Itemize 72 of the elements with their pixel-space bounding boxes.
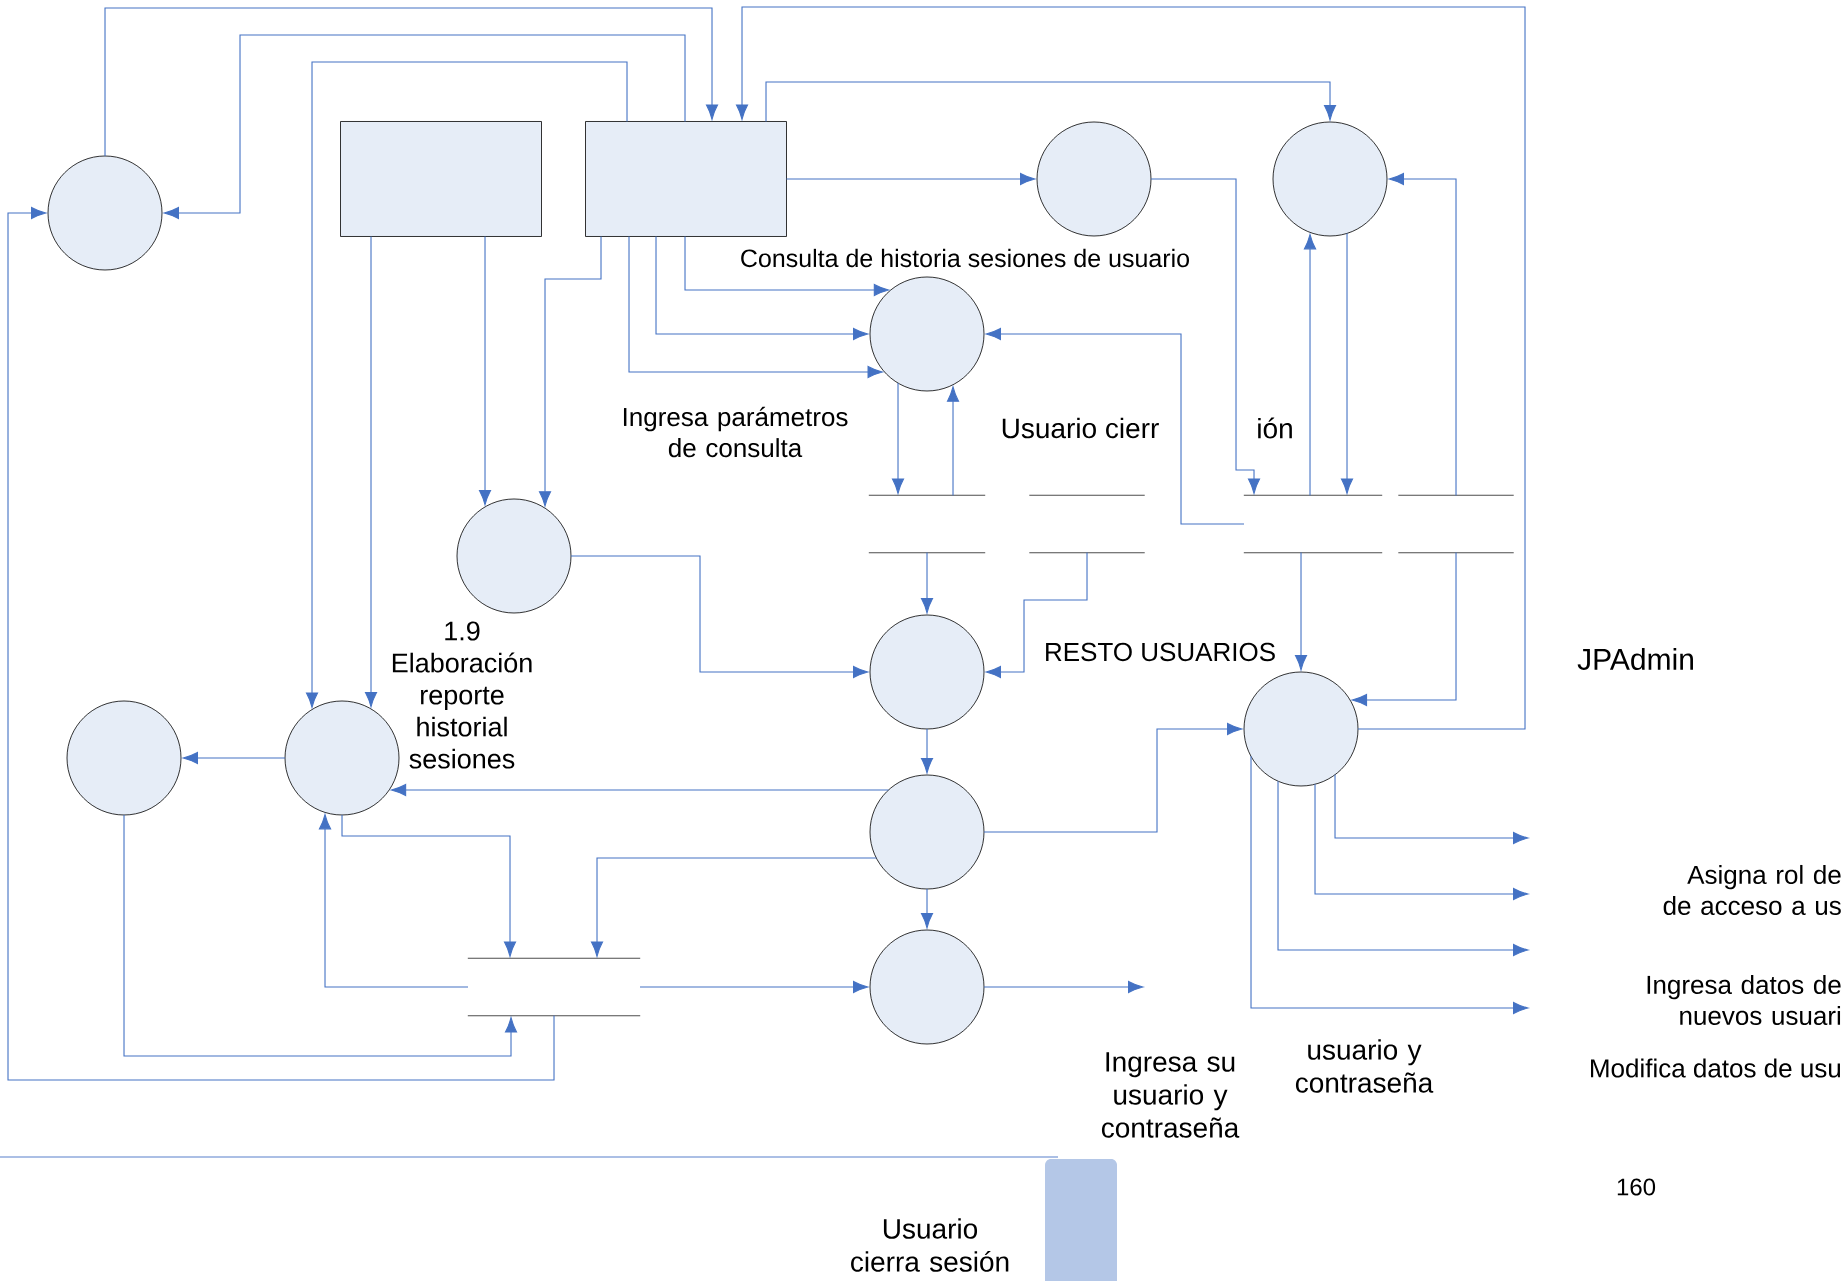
text-label: ión <box>1258 417 1292 439</box>
process-circle <box>869 614 985 730</box>
arrow <box>920 551 934 614</box>
process-circle <box>1272 121 1388 237</box>
arrow <box>104 7 719 157</box>
arrow <box>1303 234 1317 497</box>
arrow <box>983 722 1243 833</box>
text-label: Ingresa datos de nuevos usuari <box>1647 974 1841 1026</box>
arrow <box>983 980 1144 994</box>
arrow <box>1334 774 1529 845</box>
text-label: JPAdmin <box>1577 648 1693 670</box>
arrow <box>639 980 869 994</box>
text-label: usuario y contraseña <box>1295 1039 1434 1093</box>
arrow <box>920 888 934 929</box>
arrow <box>785 172 1036 186</box>
arrow <box>1340 232 1354 494</box>
arrow <box>1294 551 1308 671</box>
arrow <box>765 81 1337 123</box>
text-label: Consulta de historia sesiones de usuario <box>741 248 1189 268</box>
arrow <box>946 386 960 497</box>
arrow <box>7 206 555 1081</box>
text-label: Ingresa parámetros de consulta <box>623 406 848 458</box>
data-store <box>1028 494 1146 554</box>
arrow <box>655 235 869 341</box>
process-circle <box>1036 121 1152 237</box>
arrow <box>1314 783 1529 901</box>
arrow <box>182 751 286 765</box>
process-circle <box>47 155 163 271</box>
arrow <box>985 551 1088 679</box>
arrow <box>1150 178 1261 494</box>
arrow <box>318 814 469 988</box>
arrow <box>163 34 686 220</box>
arrow <box>920 728 934 774</box>
arrow <box>305 61 628 708</box>
arrow <box>123 814 518 1057</box>
arrow <box>341 814 517 957</box>
node-caption: 1.9 Elaboración reporte historial sesiones <box>392 621 532 769</box>
process-circle <box>1243 671 1359 787</box>
entity-box <box>585 121 787 237</box>
text-label: RESTO USUARIOS <box>1046 642 1275 662</box>
arrow <box>1277 780 1529 957</box>
arrow <box>1351 551 1457 707</box>
process-circle <box>456 498 572 614</box>
arrow <box>590 857 877 957</box>
arrow <box>985 327 1245 525</box>
arrow <box>684 235 890 297</box>
text-label: Usuario cierra sesión <box>851 1218 1009 1272</box>
arrow <box>628 235 883 379</box>
process-circle <box>869 929 985 1045</box>
arrow <box>891 382 905 494</box>
arrow <box>478 235 492 506</box>
arrow <box>1250 755 1529 1015</box>
arrow <box>364 235 378 708</box>
text-label: Asigna rol de de acceso a us <box>1663 864 1841 916</box>
process-circle <box>284 700 400 816</box>
entity-box <box>340 121 542 237</box>
arrow <box>735 6 1526 730</box>
arrow <box>570 555 869 679</box>
arrow <box>390 783 889 797</box>
process-circle <box>66 700 182 816</box>
process-circle <box>869 774 985 890</box>
arrow <box>1388 172 1457 497</box>
data-store <box>1397 494 1515 554</box>
data-store <box>868 494 986 554</box>
data-store <box>1243 494 1383 554</box>
data-store <box>467 957 641 1017</box>
process-circle <box>869 276 985 392</box>
text-label: 160 <box>1617 1178 1656 1196</box>
text-label: Usuario cierr <box>1002 417 1159 439</box>
text-label: Ingresa su usuario y contraseña <box>1101 1052 1240 1138</box>
text-label: Modifica datos de usu <box>1591 1058 1841 1078</box>
arrow <box>538 235 602 507</box>
